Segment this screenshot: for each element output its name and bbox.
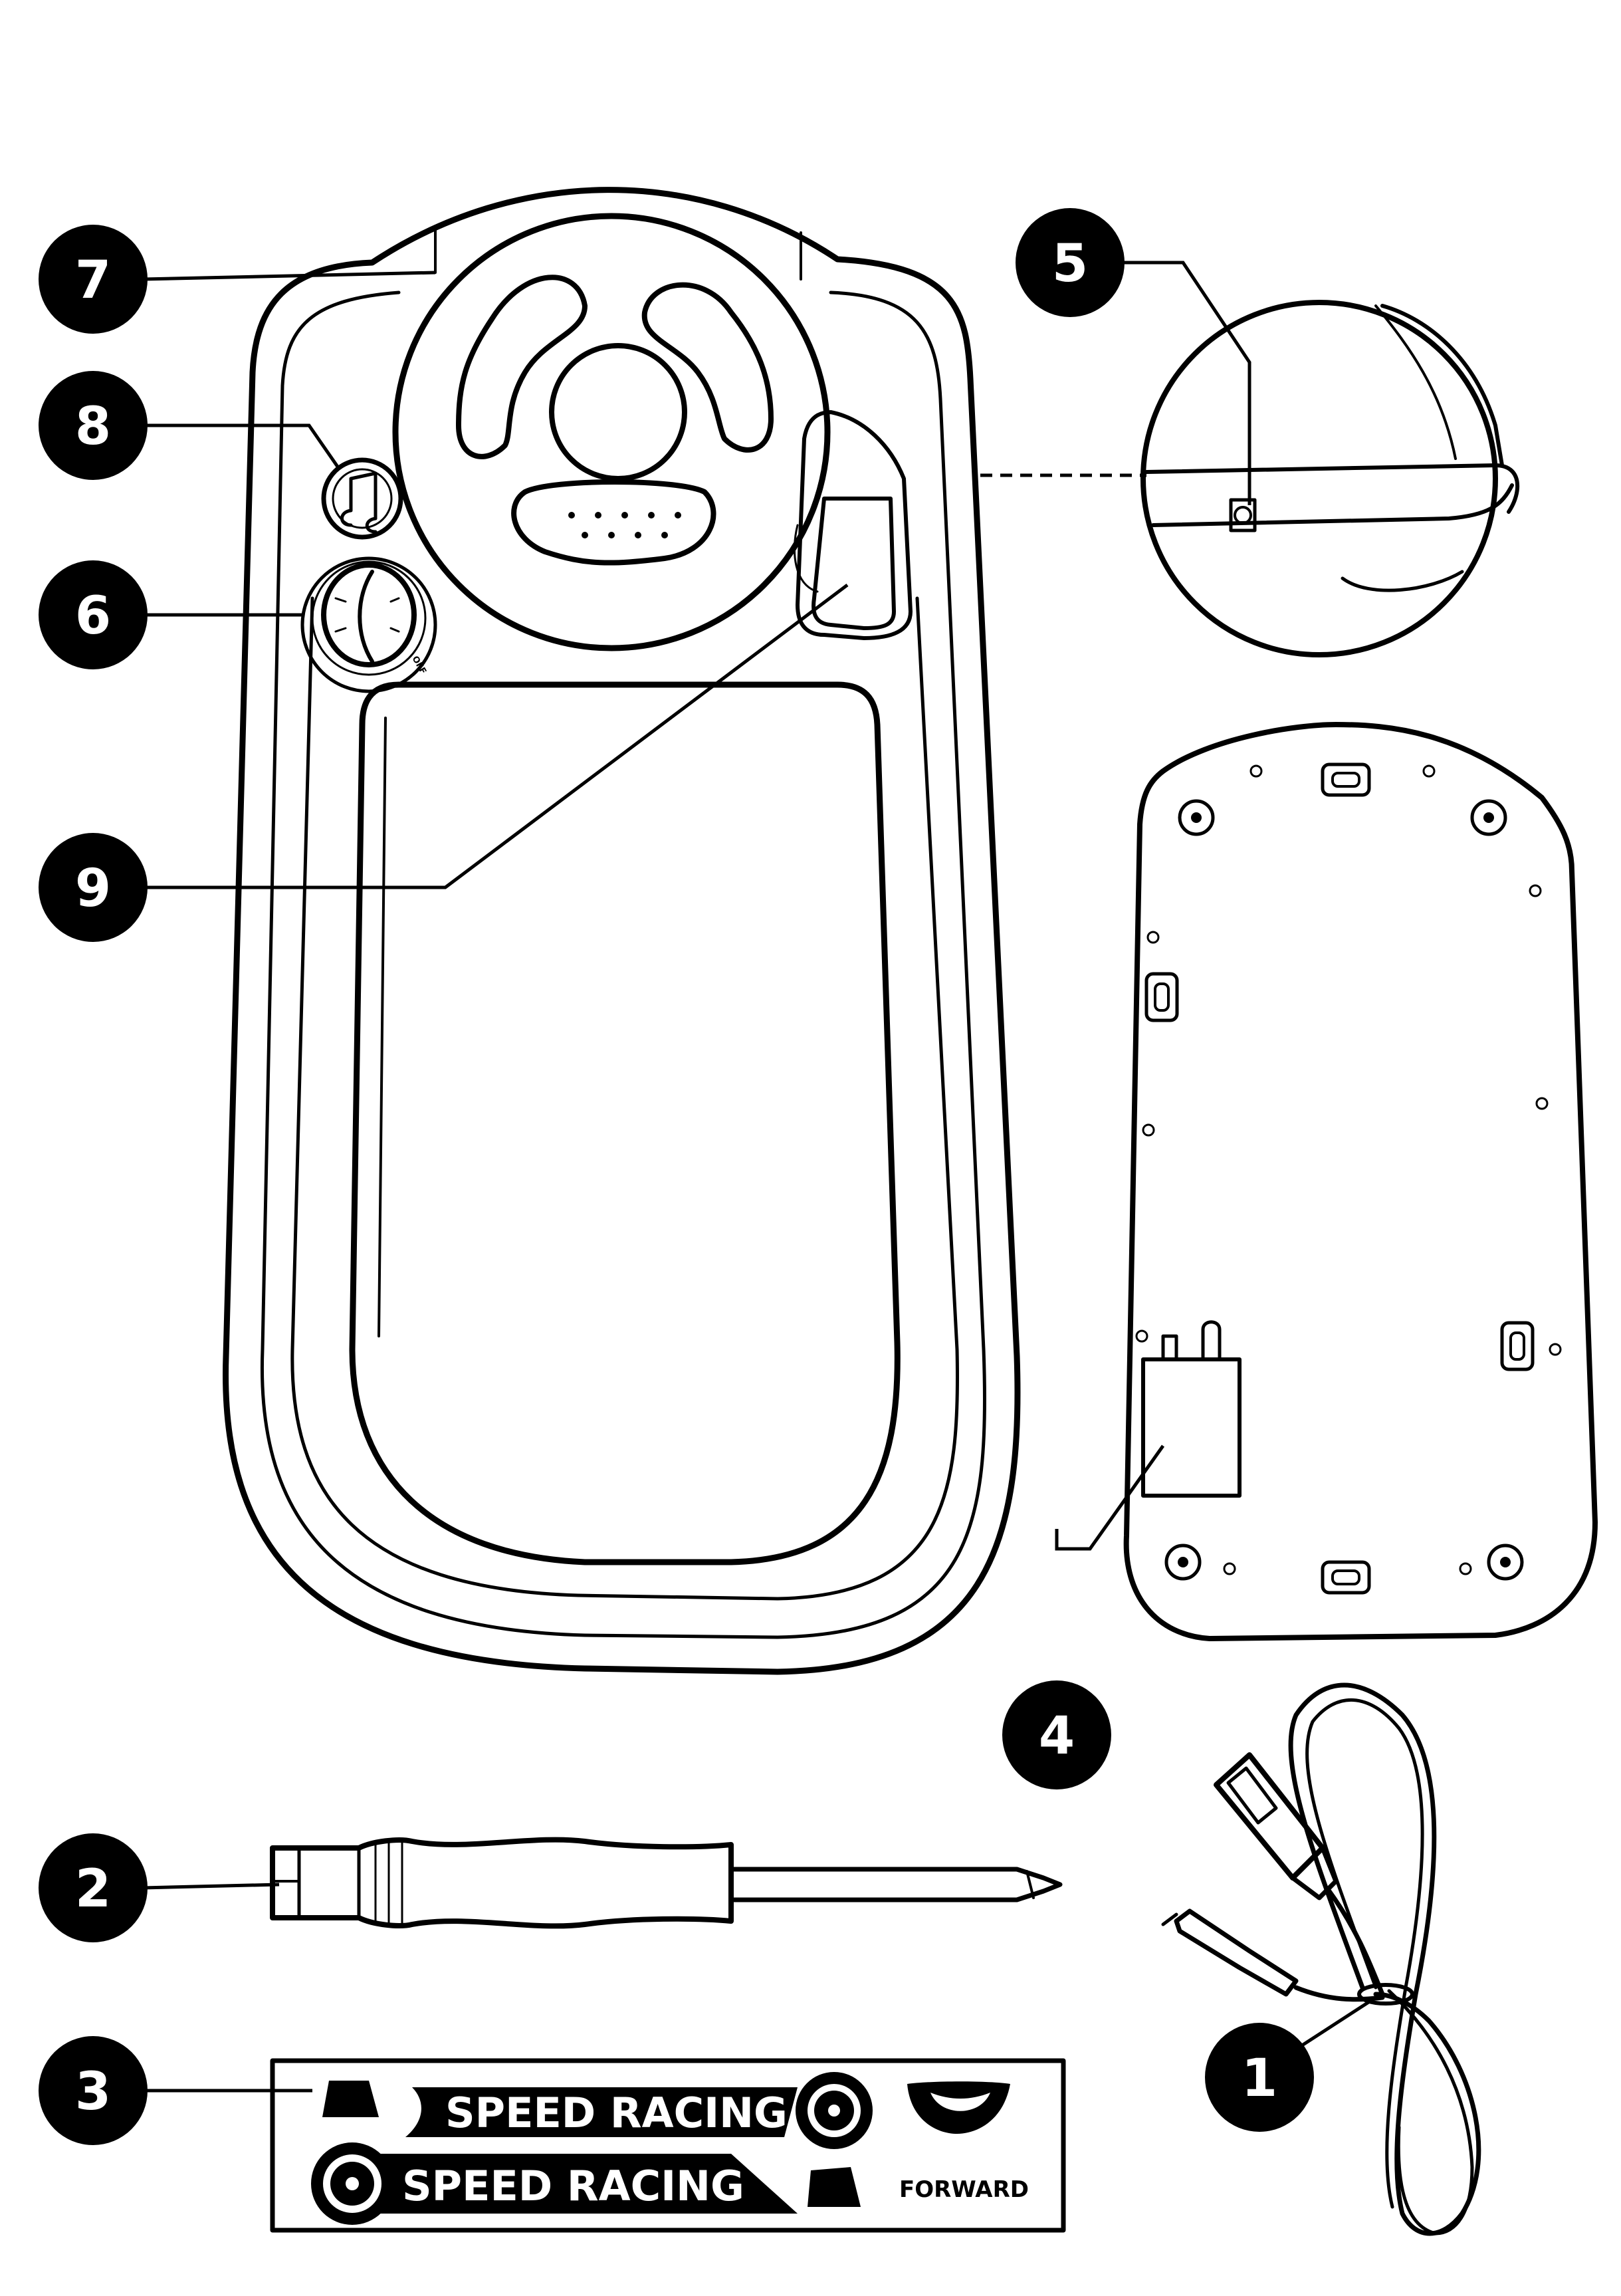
screwdriver	[270, 1837, 1063, 1929]
callout-2: 2	[39, 1833, 148, 1942]
callout-4: 4	[1002, 1680, 1111, 1789]
wheel-decal-bottom	[311, 2142, 393, 2225]
callout-9-label: 9	[75, 859, 111, 919]
callout-2-label: 2	[75, 1859, 111, 1919]
music-note-icon	[340, 471, 378, 534]
sticker-shape-2	[808, 2167, 861, 2207]
callout-1: 1	[1205, 2023, 1314, 2132]
callout-3: 3	[39, 2036, 148, 2145]
power-dial: OFF	[300, 556, 437, 693]
callout-7: 7	[39, 225, 148, 334]
ride-on-car-body: OFF	[223, 187, 1021, 1675]
usb-charging-cable	[1161, 1682, 1481, 2236]
sticker-title-top: SPEED RACING	[445, 2089, 788, 2137]
callout-5: 5	[1016, 208, 1125, 317]
sticker-forward: FORWARD	[899, 2176, 1029, 2203]
leader-lines	[142, 261, 1377, 2093]
callout-8: 8	[39, 371, 148, 480]
charging-port-detail	[1140, 300, 1519, 657]
callout-4-label: 4	[1039, 1706, 1075, 1766]
foot-pedal	[794, 410, 913, 640]
charging-port	[1229, 498, 1257, 532]
sticker-sheet: SPEED RACING SPEED RACING FORWARD	[270, 2058, 1066, 2233]
callout-1-label: 1	[1242, 2049, 1277, 2109]
callout-5-label: 5	[1052, 234, 1088, 294]
callout-6-label: 6	[75, 586, 111, 646]
wheel-decal-top	[796, 2072, 873, 2149]
callout-3-label: 3	[75, 2062, 111, 2122]
callout-7-label: 7	[75, 251, 111, 310]
battery-compartment	[1141, 1320, 1242, 1498]
sticker-title-bottom: SPEED RACING	[402, 2162, 744, 2210]
bottom-plate	[1123, 722, 1598, 1641]
sticker-shape-1	[322, 2081, 379, 2117]
steering-wheel	[392, 213, 831, 651]
music-button	[321, 457, 403, 540]
callout-8-label: 8	[75, 397, 111, 457]
callout-6: 6	[39, 560, 148, 669]
sticker-banner-top	[405, 2087, 798, 2137]
clips	[1144, 762, 1535, 1595]
sticker-banner-bottom	[346, 2154, 798, 2214]
callout-9: 9	[39, 833, 148, 942]
mounting-holes	[1135, 764, 1562, 1581]
